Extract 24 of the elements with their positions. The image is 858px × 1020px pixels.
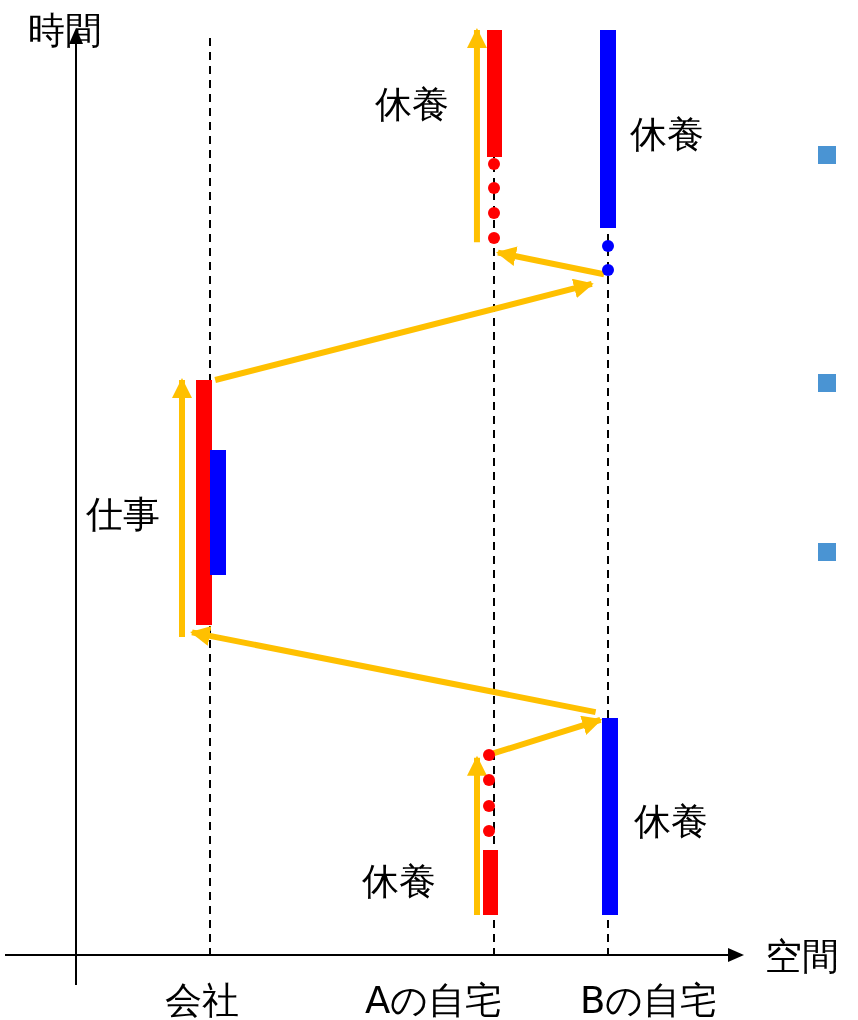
arrow [214, 278, 594, 383]
activity-label: 仕事 [86, 496, 160, 533]
activity-label: 休養 [362, 863, 436, 900]
arrow [190, 626, 597, 716]
dotted-bar [483, 749, 495, 837]
time-bar [483, 850, 498, 915]
place-label: 会社 [165, 982, 239, 1019]
time-bar [600, 30, 616, 228]
time-bar [602, 718, 618, 915]
arrow [492, 715, 603, 757]
axis-label: 空間 [765, 938, 839, 975]
arrow [466, 28, 487, 243]
place-label: Aの自宅 [365, 982, 503, 1019]
activity-label: 休養 [375, 86, 449, 123]
activity-label: 休養 [630, 116, 704, 153]
time-bar [487, 30, 502, 157]
place-label: Bの自宅 [580, 982, 718, 1019]
time-bar [196, 380, 212, 625]
activity-label: 休養 [634, 803, 708, 840]
arrow [467, 755, 487, 915]
dotted-bar [602, 240, 614, 276]
dotted-bar [488, 158, 500, 244]
arrow [496, 246, 605, 278]
time-bar [210, 450, 226, 575]
